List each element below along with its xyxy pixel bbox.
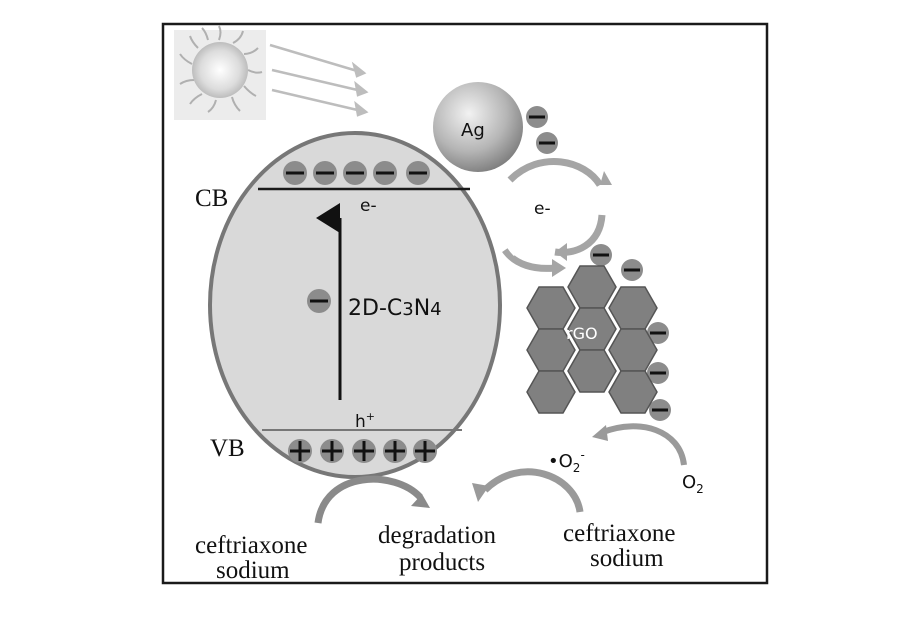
rgo-label: rGO (566, 324, 598, 343)
electron-icon (343, 161, 367, 185)
electron-icon (647, 322, 669, 344)
electron-icon (313, 161, 337, 185)
hole-icon (352, 439, 376, 463)
left-reactant-line2: sodium (216, 557, 290, 584)
electron-icon (536, 132, 558, 154)
ag-particle (433, 82, 523, 172)
electron-icon (373, 161, 397, 185)
hole-icon (288, 439, 312, 463)
electron-icon (647, 362, 669, 384)
cb-electrons (283, 161, 430, 185)
electron-icon (307, 289, 331, 313)
light-ray-arrow (269, 43, 369, 117)
electron-icon (649, 399, 671, 421)
electron-icon (283, 161, 307, 185)
sphere-to-rgo-arrow (497, 199, 566, 277)
electron-cycle-arrows (505, 158, 612, 261)
cb-label: CB (195, 185, 228, 212)
oxygen-label: O2 (682, 472, 704, 496)
product-line1: degradation (378, 522, 497, 549)
hole-icon (383, 439, 407, 463)
semiconductor-sphere (208, 131, 502, 479)
left-reactant-line1: ceftriaxone (195, 532, 307, 559)
ag-label: Ag (461, 120, 485, 141)
product-line2: products (399, 549, 485, 576)
electron-transfer-label: e- (534, 199, 551, 219)
transfer-electrons (526, 106, 671, 421)
rgo-sheet (526, 265, 658, 414)
oxygen-reduction-arrow (592, 423, 687, 466)
vb-holes (288, 439, 437, 463)
hole-icon (320, 439, 344, 463)
sun-icon (174, 25, 266, 120)
hole-label: h+ (355, 410, 375, 432)
superoxide-attack-arrow (472, 468, 584, 513)
vb-label: VB (210, 435, 245, 462)
right-reactant-line2: sodium (590, 545, 664, 572)
hole-oxidation-arrow (314, 475, 430, 524)
electron-icon (526, 106, 548, 128)
electron-icon (406, 161, 430, 185)
hole-icon (413, 439, 437, 463)
electron-icon (590, 244, 612, 266)
semiconductor-label: 2D-C3N4 (348, 296, 442, 321)
electron-label: e- (360, 196, 377, 216)
superoxide-label: •O2- (548, 448, 585, 475)
right-reactant-line1: ceftriaxone (563, 520, 675, 547)
electron-icon (621, 259, 643, 281)
